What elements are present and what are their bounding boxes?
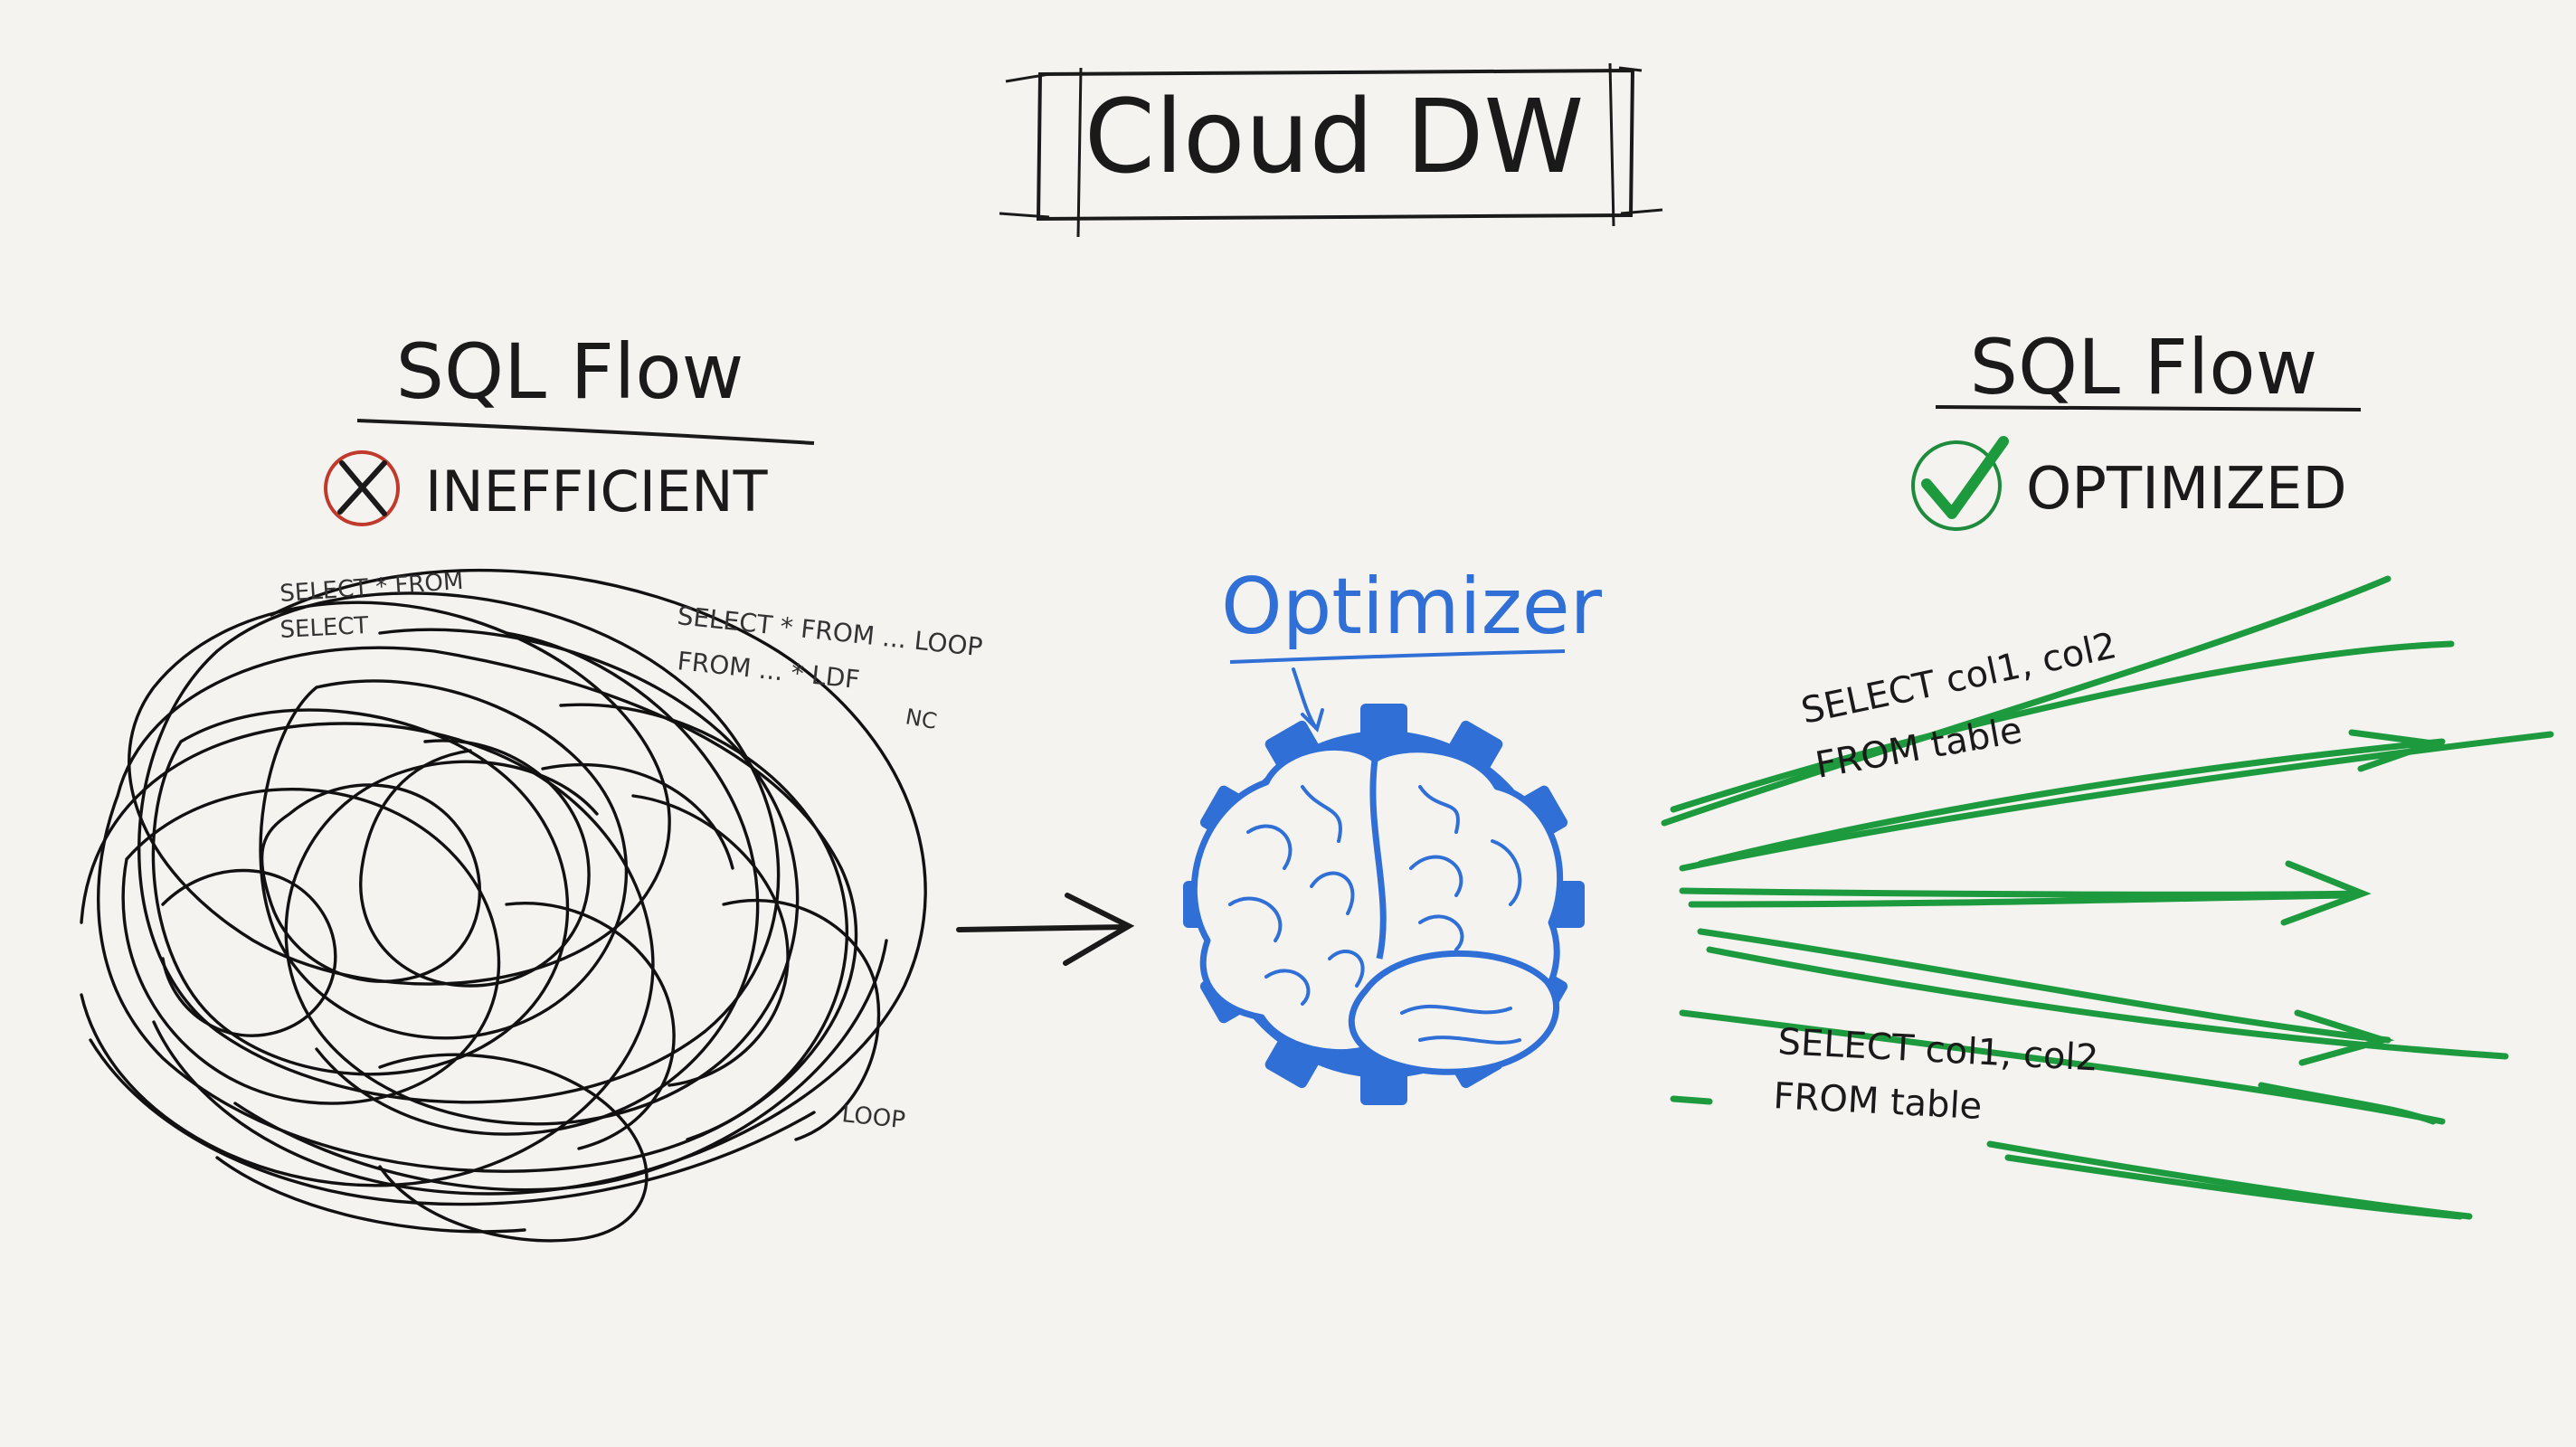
snippet-4: FROM ... * LDF xyxy=(676,646,861,695)
tangled-sql-scribble xyxy=(80,569,927,1243)
snippet-6: NC xyxy=(904,704,939,734)
optimizer-underline xyxy=(1229,649,1566,664)
query-bottom-line1: SELECT col1, col2 xyxy=(1776,1021,2099,1080)
query-bottom-line2: FROM table xyxy=(1772,1075,1983,1128)
flow-arrow-icon xyxy=(956,893,1135,966)
optimizer-label: Optimizer xyxy=(1221,562,1603,652)
left-panel-header: SQL Flow INEFFICIENT xyxy=(324,327,815,526)
optimized-label: OPTIMIZED xyxy=(2026,456,2347,523)
right-panel-header: SQL Flow OPTIMIZED xyxy=(1911,323,2362,531)
optimizer-pointer xyxy=(1292,667,1324,733)
optimized-query-bottom: SELECT col1, col2 FROM table xyxy=(1772,1021,2099,1128)
x-circle-icon xyxy=(324,450,400,526)
title-box: Cloud DW xyxy=(999,62,1663,238)
optimized-flow-lines xyxy=(1661,575,2554,1220)
page-title: Cloud DW xyxy=(1084,79,1585,196)
snippet-2: SELECT xyxy=(279,612,369,644)
right-heading-underline xyxy=(1935,405,2362,411)
brain-gear-icon xyxy=(1183,704,1585,1105)
check-circle-icon xyxy=(1911,436,2009,531)
left-heading-underline xyxy=(356,419,815,445)
inefficient-label: INEFFICIENT xyxy=(425,459,769,525)
left-heading: SQL Flow xyxy=(396,327,744,416)
optimized-query-top: SELECT col1, col2 FROM table xyxy=(1798,625,2121,787)
right-heading: SQL Flow xyxy=(1970,323,2318,411)
snippet-5: LOOP xyxy=(840,1101,906,1134)
query-top-line1: SELECT col1, col2 xyxy=(1798,625,2121,733)
optimizer-header: Optimizer xyxy=(1221,562,1603,733)
